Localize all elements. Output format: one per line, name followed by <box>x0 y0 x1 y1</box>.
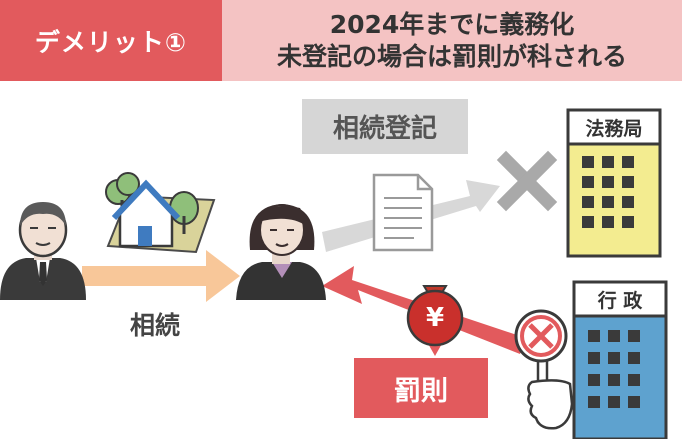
document-icon <box>372 173 434 252</box>
inherit-label: 相続 <box>110 304 200 344</box>
header-title: 2024年までに義務化 未登記の場合は罰則が科される <box>222 0 682 81</box>
bureau-sign: 法務局 <box>568 110 660 144</box>
bureau-sign-text: 法務局 <box>585 117 643 140</box>
house-icon <box>105 172 216 254</box>
cross-icon <box>496 150 558 212</box>
admin-building-icon <box>572 280 668 439</box>
header-title-line1: 2024年までに義務化 <box>329 9 575 39</box>
penalty-label-text: 罰則 <box>394 375 448 407</box>
inherit-label-text: 相続 <box>129 311 180 340</box>
prohibition-sign-icon <box>514 309 574 430</box>
register-label: 相続登記 <box>302 99 468 154</box>
admin-sign: 行 政 <box>574 282 666 316</box>
header-title-line2: 未登記の場合は罰則が科される <box>276 41 627 71</box>
register-label-text: 相続登記 <box>332 114 437 144</box>
money-bag-icon <box>406 285 464 347</box>
man-icon <box>0 202 86 300</box>
header-badge: デメリット① <box>0 0 222 81</box>
admin-sign-text: 行 政 <box>597 289 643 312</box>
woman-icon <box>236 204 326 300</box>
yen-symbol: ¥ <box>425 303 445 333</box>
header-badge-label: デメリット① <box>34 27 188 57</box>
yen-mark: ¥ <box>408 291 462 345</box>
bureau-building-icon <box>566 108 662 258</box>
inherit-arrow <box>82 250 240 302</box>
penalty-label: 罰則 <box>354 358 488 418</box>
